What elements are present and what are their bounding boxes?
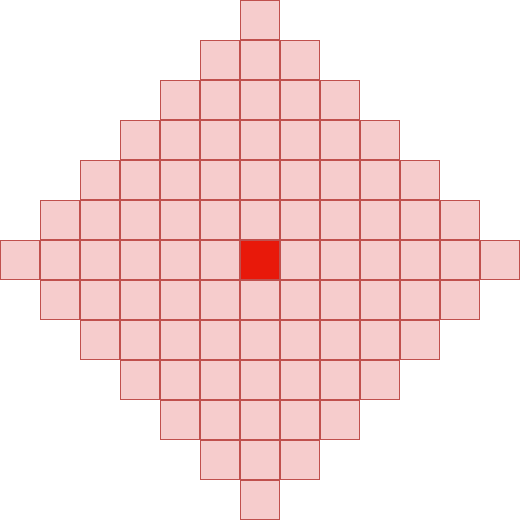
grid-cell xyxy=(400,280,440,320)
grid-cell xyxy=(240,80,280,120)
grid-cell xyxy=(160,80,200,120)
grid-cell xyxy=(200,40,240,80)
grid-cell xyxy=(280,320,320,360)
grid-cell xyxy=(240,280,280,320)
grid-cell xyxy=(440,280,480,320)
grid-cell xyxy=(280,280,320,320)
grid-cell xyxy=(400,200,440,240)
grid-cell xyxy=(120,200,160,240)
grid-cell xyxy=(400,320,440,360)
grid-cell xyxy=(280,440,320,480)
grid-cell xyxy=(80,160,120,200)
grid-cell xyxy=(280,400,320,440)
grid-cell xyxy=(320,160,360,200)
grid-cell xyxy=(80,240,120,280)
grid-cell xyxy=(360,200,400,240)
grid-cell xyxy=(400,240,440,280)
grid-cell xyxy=(200,240,240,280)
grid-cell xyxy=(40,280,80,320)
grid-cell xyxy=(320,120,360,160)
center-cell xyxy=(240,240,280,280)
grid-cell xyxy=(240,0,280,40)
grid-cell xyxy=(320,80,360,120)
grid-cell xyxy=(160,200,200,240)
grid-cell xyxy=(240,440,280,480)
grid-cell xyxy=(160,120,200,160)
grid-cell xyxy=(240,360,280,400)
grid-cell xyxy=(280,360,320,400)
grid-cell xyxy=(80,320,120,360)
grid-cell xyxy=(320,400,360,440)
grid-cell xyxy=(120,280,160,320)
grid-cell xyxy=(400,160,440,200)
grid-cell xyxy=(320,320,360,360)
grid-cell xyxy=(240,120,280,160)
grid-cell xyxy=(320,200,360,240)
grid-cell xyxy=(360,120,400,160)
grid-cell xyxy=(360,240,400,280)
grid-cell xyxy=(320,280,360,320)
grid-cell xyxy=(120,320,160,360)
grid-cell xyxy=(160,160,200,200)
grid-cell xyxy=(240,40,280,80)
grid-cell xyxy=(480,240,520,280)
grid-cell xyxy=(240,400,280,440)
grid-cell xyxy=(440,240,480,280)
grid-cell xyxy=(280,120,320,160)
grid-cell xyxy=(280,160,320,200)
grid-cell xyxy=(440,200,480,240)
grid-cell xyxy=(280,40,320,80)
grid-cell xyxy=(240,320,280,360)
grid-cell xyxy=(360,160,400,200)
grid-cell xyxy=(200,200,240,240)
grid-cell xyxy=(80,280,120,320)
grid-cell xyxy=(320,360,360,400)
grid-cell xyxy=(80,200,120,240)
grid-cell xyxy=(120,160,160,200)
grid-cell xyxy=(200,360,240,400)
grid-cell xyxy=(160,280,200,320)
grid-cell xyxy=(160,320,200,360)
grid-cell xyxy=(200,440,240,480)
grid-cell xyxy=(120,240,160,280)
grid-cell xyxy=(160,400,200,440)
grid-cell xyxy=(200,160,240,200)
grid-cell xyxy=(240,160,280,200)
grid-cell xyxy=(200,280,240,320)
grid-cell xyxy=(280,240,320,280)
grid-cell xyxy=(40,200,80,240)
grid-cell xyxy=(200,320,240,360)
grid-cell xyxy=(240,480,280,520)
grid-cell xyxy=(120,360,160,400)
grid-cell xyxy=(360,280,400,320)
grid-cell xyxy=(160,240,200,280)
grid-cell xyxy=(200,80,240,120)
grid-cell xyxy=(120,120,160,160)
grid-cell xyxy=(160,360,200,400)
grid-cell xyxy=(280,200,320,240)
grid-cell xyxy=(200,400,240,440)
grid-cell xyxy=(360,320,400,360)
grid-cell xyxy=(40,240,80,280)
grid-cell xyxy=(360,360,400,400)
grid-cell xyxy=(200,120,240,160)
grid-cell xyxy=(0,240,40,280)
grid-cell xyxy=(280,80,320,120)
grid-cell xyxy=(320,240,360,280)
grid-cell xyxy=(240,200,280,240)
